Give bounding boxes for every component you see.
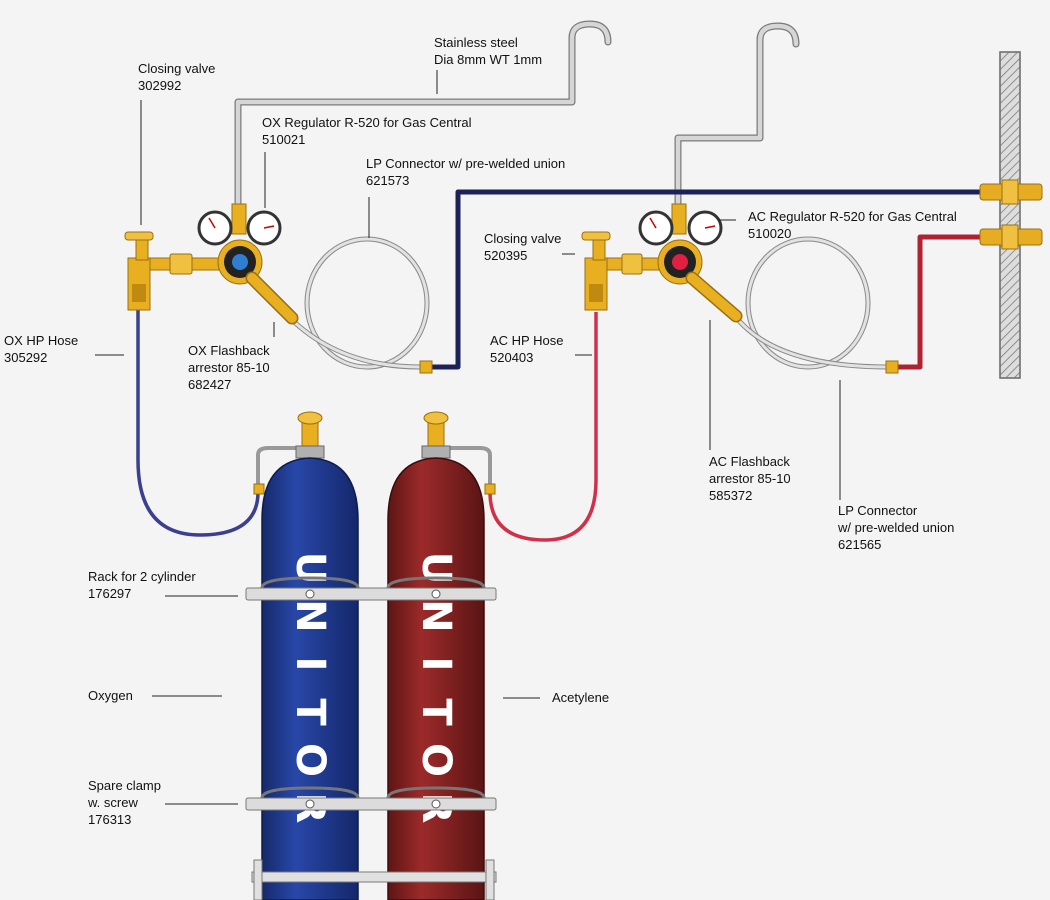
label-line: 682427 xyxy=(188,377,232,392)
label-rack: Rack for 2 cylinder 176297 xyxy=(88,568,196,602)
label-line: Stainless steel xyxy=(434,35,518,50)
label-line: 621565 xyxy=(838,537,882,552)
label-lp-connector-ox: LP Connector w/ pre-welded union 621573 xyxy=(366,155,565,189)
brand-letter: O xyxy=(287,743,333,777)
label-ac-hp-hose: AC HP Hose 520403 xyxy=(490,332,563,366)
wall-brackets xyxy=(979,179,1043,250)
ox-lp-connector-coil xyxy=(288,236,433,374)
label-line: 520403 xyxy=(490,350,534,365)
label-ox-flashback: OX Flashback arrestor 85-10 682427 xyxy=(188,342,270,393)
brand-letter: O xyxy=(413,743,459,777)
label-line: w. screw xyxy=(88,795,138,810)
label-line: Dia 8mm WT 1mm xyxy=(434,52,543,67)
ac-hp-hose xyxy=(488,312,598,542)
ac-lp-connector-coil xyxy=(733,236,899,374)
label-closing-valve-ac: Closing valve 520395 xyxy=(484,230,561,264)
stainless-steel-pipes xyxy=(234,20,800,216)
label-line: Closing valve xyxy=(484,231,562,246)
label-line: arrestor 85-10 xyxy=(709,471,791,486)
oxygen-lp-pipe xyxy=(430,189,1000,370)
label-line: OX HP Hose xyxy=(4,333,79,348)
label-line: Rack for 2 cylinder xyxy=(88,569,196,584)
label-line: 510021 xyxy=(262,132,306,147)
label-line: 176313 xyxy=(88,812,132,827)
label-lp-connector-ac: LP Connector w/ pre-welded union 621565 xyxy=(838,502,954,553)
brand-letter: T xyxy=(287,698,333,726)
acetylene-lp-pipe xyxy=(895,234,1000,370)
label-line: w/ pre-welded union xyxy=(838,520,955,535)
label-line: OX Regulator R-520 for Gas Central xyxy=(262,115,472,130)
cylinder-rack xyxy=(245,576,497,900)
label-line: 176297 xyxy=(88,586,132,601)
label-closing-valve-ox: Closing valve 302992 xyxy=(138,60,215,94)
ox-hp-hose xyxy=(136,305,260,537)
label-line: 302992 xyxy=(138,78,182,93)
label-line: AC Flashback xyxy=(709,454,790,469)
label-line: OX Flashback xyxy=(188,343,270,358)
label-line: 305292 xyxy=(4,350,48,365)
label-ac-flashback: AC Flashback arrestor 85-10 585372 xyxy=(709,453,791,504)
label-oxygen: Oxygen xyxy=(88,687,133,704)
label-acetylene: Acetylene xyxy=(552,689,609,706)
leader-lines xyxy=(95,70,841,805)
label-ox-regulator: OX Regulator R-520 for Gas Central 51002… xyxy=(262,114,472,148)
label-line: AC Regulator R-520 for Gas Central xyxy=(748,209,957,224)
brand-letter: T xyxy=(413,698,459,726)
label-line: Spare clamp xyxy=(88,778,161,793)
label-line: arrestor 85-10 xyxy=(188,360,270,375)
label-line: 621573 xyxy=(366,173,410,188)
ox-regulator xyxy=(124,203,299,325)
bulkhead-wall xyxy=(999,51,1021,379)
label-line: Oxygen xyxy=(88,688,133,703)
label-line: 520395 xyxy=(484,248,528,263)
brand-letter: I xyxy=(287,657,333,672)
ac-regulator xyxy=(581,203,743,323)
brand-letter: N xyxy=(413,599,459,632)
brand-letter: N xyxy=(287,599,333,632)
brand-letter: I xyxy=(413,657,459,672)
label-ac-regulator: AC Regulator R-520 for Gas Central 51002… xyxy=(748,208,957,242)
label-line: 510020 xyxy=(748,226,792,241)
label-line: LP Connector w/ pre-welded union xyxy=(366,156,566,171)
label-line: Acetylene xyxy=(552,690,610,705)
label-line: Closing valve xyxy=(138,61,216,76)
label-line: LP Connector xyxy=(838,503,918,518)
label-stainless-steel: Stainless steel Dia 8mm WT 1mm xyxy=(434,34,542,68)
label-line: 585372 xyxy=(709,488,753,503)
label-spare-clamp: Spare clamp w. screw 176313 xyxy=(88,777,161,828)
label-ox-hp-hose: OX HP Hose 305292 xyxy=(4,332,78,366)
label-line: AC HP Hose xyxy=(490,333,564,348)
